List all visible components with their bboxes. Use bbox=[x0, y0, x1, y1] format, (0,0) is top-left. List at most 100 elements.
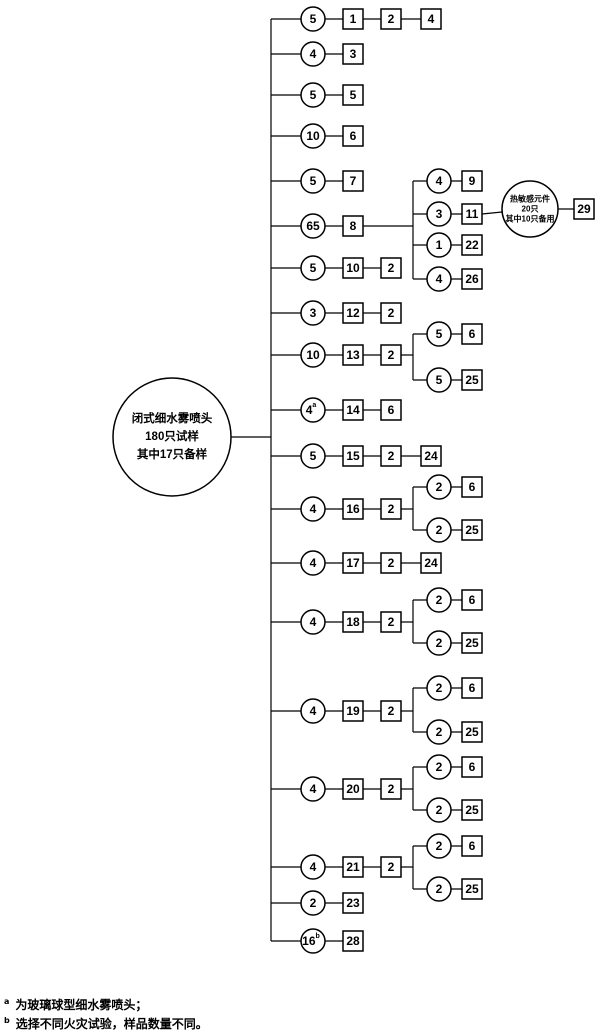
row-7-box-1-box bbox=[380, 302, 402, 324]
row-7-box-0-label: 12 bbox=[346, 306, 360, 320]
row-11-box-1-box bbox=[380, 498, 402, 520]
row-5-branch-2-circle bbox=[426, 232, 452, 258]
row-0-circle bbox=[300, 6, 326, 32]
row-15-label: 4 bbox=[310, 782, 317, 796]
thermal-node-line-1: 20只 bbox=[522, 205, 539, 214]
row-17-box-0-box bbox=[342, 892, 364, 914]
row-5-branch-0-box bbox=[461, 170, 483, 192]
row-17-label: 2 bbox=[310, 896, 317, 910]
main-node-line-0: 闭式细水雾喷头 bbox=[132, 411, 213, 425]
footnote-a-text: 为玻璃球型细水雾喷头； bbox=[15, 998, 148, 1012]
row-14-box-0-label: 19 bbox=[346, 704, 360, 718]
row-14-circle bbox=[300, 698, 326, 724]
row-9-box-0-label: 14 bbox=[346, 403, 360, 417]
main-node-line-1: 180只试样 bbox=[145, 429, 199, 443]
row-15-box-0-label: 20 bbox=[346, 782, 360, 796]
row-4-box-0-box bbox=[342, 170, 364, 192]
row-16-box-0-box bbox=[342, 856, 364, 878]
row-13-box-0-box bbox=[342, 611, 364, 633]
row-5-branch-1-label: 11 bbox=[466, 207, 479, 221]
row-10-box-2-box bbox=[420, 445, 442, 467]
row-16-branch-0-box bbox=[461, 835, 483, 857]
row-8-branch-0-label: 6 bbox=[469, 327, 476, 341]
row-0-box-0-box bbox=[342, 8, 364, 30]
row-16-branch-1-box bbox=[461, 878, 483, 900]
row-0-box-1-box bbox=[380, 8, 402, 30]
row-13-branch-1-circle bbox=[426, 630, 452, 656]
row-5-branch-3-circle bbox=[426, 266, 452, 292]
row-18-label: 16b bbox=[302, 933, 320, 949]
row-5-branch-3-label: 4 bbox=[436, 272, 443, 286]
footnote-b-mark: b bbox=[4, 1016, 10, 1025]
row-12-box-0-label: 17 bbox=[346, 556, 360, 570]
row-7-box-0-box bbox=[342, 302, 364, 324]
row-11-branch-0-label: 6 bbox=[469, 480, 476, 494]
row-6-box-0-label: 10 bbox=[346, 261, 360, 275]
row-1-circle bbox=[300, 41, 326, 67]
row-15-branch-1-circle bbox=[426, 797, 452, 823]
row-2-box-0-label: 5 bbox=[350, 88, 357, 102]
row-9-label: 4a bbox=[306, 402, 317, 418]
row-14-branch-0-label: 2 bbox=[436, 681, 443, 695]
row-0-label: 5 bbox=[310, 12, 317, 26]
row-14-box-0-box bbox=[342, 700, 364, 722]
row-12-box-1-label: 2 bbox=[388, 556, 395, 570]
row-1-box-0-label: 3 bbox=[350, 47, 357, 61]
row-8-branch-0-box bbox=[461, 323, 483, 345]
row-12-label: 4 bbox=[310, 556, 317, 570]
row-7-box-1-label: 2 bbox=[388, 306, 395, 320]
thermal-node-label: 29 bbox=[577, 202, 591, 216]
thermal-node-circle bbox=[501, 180, 559, 238]
row-14-label: 4 bbox=[310, 704, 317, 718]
row-5-box-0-box bbox=[342, 215, 364, 237]
row-5-branch-3-label: 26 bbox=[465, 272, 479, 286]
row-14-branch-1-label: 25 bbox=[465, 725, 479, 739]
row-6-label: 5 bbox=[310, 261, 317, 275]
row-6-circle bbox=[300, 255, 326, 281]
row-18-box-0-label: 28 bbox=[346, 934, 360, 948]
row-4-label: 5 bbox=[310, 174, 317, 188]
row-1-box-0-box bbox=[342, 43, 364, 65]
row-18-box-0-box bbox=[342, 930, 364, 952]
row-7-circle bbox=[300, 300, 326, 326]
row-11-branch-0-label: 2 bbox=[436, 480, 443, 494]
row-11-label: 4 bbox=[310, 502, 317, 516]
row-11-box-0-label: 16 bbox=[346, 502, 360, 516]
row-16-branch-1-label: 25 bbox=[465, 882, 479, 896]
row-5-branch-1-circle bbox=[426, 201, 452, 227]
row-4-box-0-label: 7 bbox=[350, 174, 357, 188]
row-16-box-0-label: 21 bbox=[346, 860, 360, 874]
row-13-circle bbox=[300, 609, 326, 635]
row-14-box-1-label: 2 bbox=[388, 704, 395, 718]
main-node-line-2: 其中17只备样 bbox=[137, 447, 208, 461]
main-node-circle bbox=[112, 377, 232, 497]
row-14-branch-0-circle bbox=[426, 675, 452, 701]
row-17-circle bbox=[300, 890, 326, 916]
row-5-branch-3-box bbox=[461, 268, 483, 290]
row-9-box-1-label: 6 bbox=[388, 403, 395, 417]
row-11-branch-1-box bbox=[461, 519, 483, 541]
row-1-label: 4 bbox=[310, 47, 317, 61]
row-15-branch-1-box bbox=[461, 799, 483, 821]
row-8-box-1-box bbox=[380, 344, 402, 366]
row-13-branch-0-label: 6 bbox=[469, 593, 476, 607]
row-10-label: 5 bbox=[310, 449, 317, 463]
row-9-box-0-box bbox=[342, 399, 364, 421]
row-5-circle bbox=[300, 213, 326, 239]
row-8-branch-1-label: 25 bbox=[465, 373, 479, 387]
row-16-branch-0-circle bbox=[426, 833, 452, 859]
row-9-box-1-box bbox=[380, 399, 402, 421]
row-11-box-0-box bbox=[342, 498, 364, 520]
row-15-branch-0-box bbox=[461, 756, 483, 778]
row-12-box-0-box bbox=[342, 552, 364, 574]
row-6-box-1-box bbox=[380, 257, 402, 279]
row-9-circle bbox=[300, 397, 326, 423]
row-3-box-0-box bbox=[342, 125, 364, 147]
row-10-box-0-label: 15 bbox=[346, 449, 360, 463]
row-14-branch-0-box bbox=[461, 677, 483, 699]
row-14-branch-1-label: 2 bbox=[436, 725, 443, 739]
row-0-box-2-box bbox=[420, 8, 442, 30]
row-15-box-1-label: 2 bbox=[388, 782, 395, 796]
